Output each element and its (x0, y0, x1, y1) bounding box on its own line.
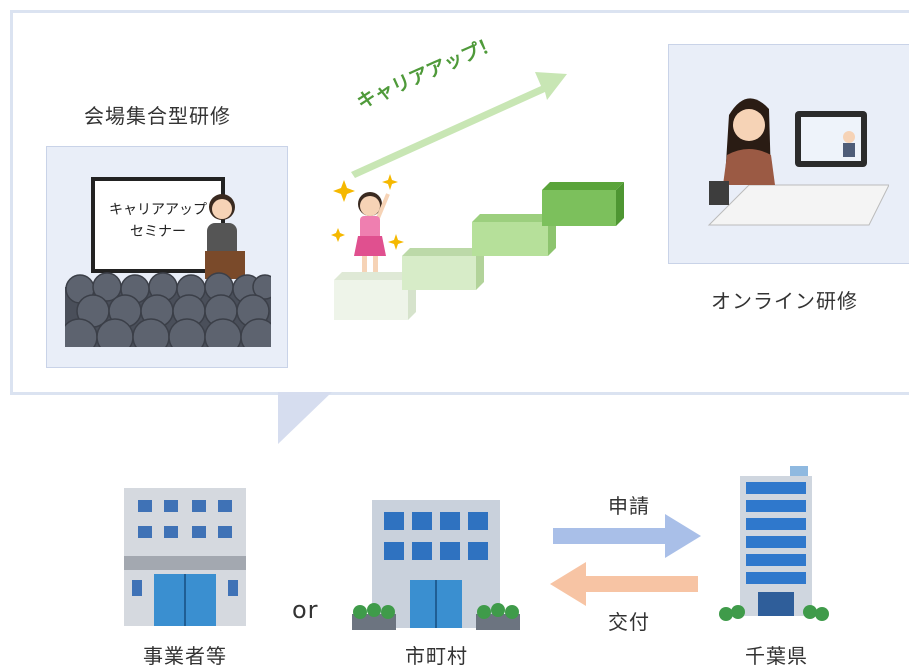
online-title: オンライン研修 (711, 289, 858, 313)
cheering-girl (331, 174, 404, 272)
audience (65, 272, 271, 347)
callout-tail (278, 392, 332, 444)
grant-arrow (550, 562, 698, 606)
online-illustration (668, 44, 909, 264)
municipality-building-icon (352, 500, 520, 630)
seminar-title: 会場集合型研修 (84, 104, 231, 128)
prefecture-label: 千葉県 (745, 644, 808, 668)
business-building-icon (124, 488, 246, 626)
municipality-label: 市町村 (405, 644, 468, 668)
prefecture-tower-icon (719, 466, 829, 621)
apply-label: 申請 (608, 494, 650, 518)
board-line-2: セミナー (130, 224, 186, 240)
speaker-figure (207, 194, 237, 259)
career-up-arrow (351, 72, 567, 178)
apply-arrow (553, 514, 701, 558)
grant-label: 交付 (608, 610, 650, 634)
stairs (334, 182, 624, 320)
seminar-board: キャリアアップ セミナー (91, 177, 225, 273)
business-label: 事業者等 (143, 644, 227, 668)
seminar-illustration: キャリアアップ セミナー (46, 146, 288, 368)
board-line-1: キャリアアップ (109, 202, 207, 218)
or-label: or (292, 596, 319, 624)
